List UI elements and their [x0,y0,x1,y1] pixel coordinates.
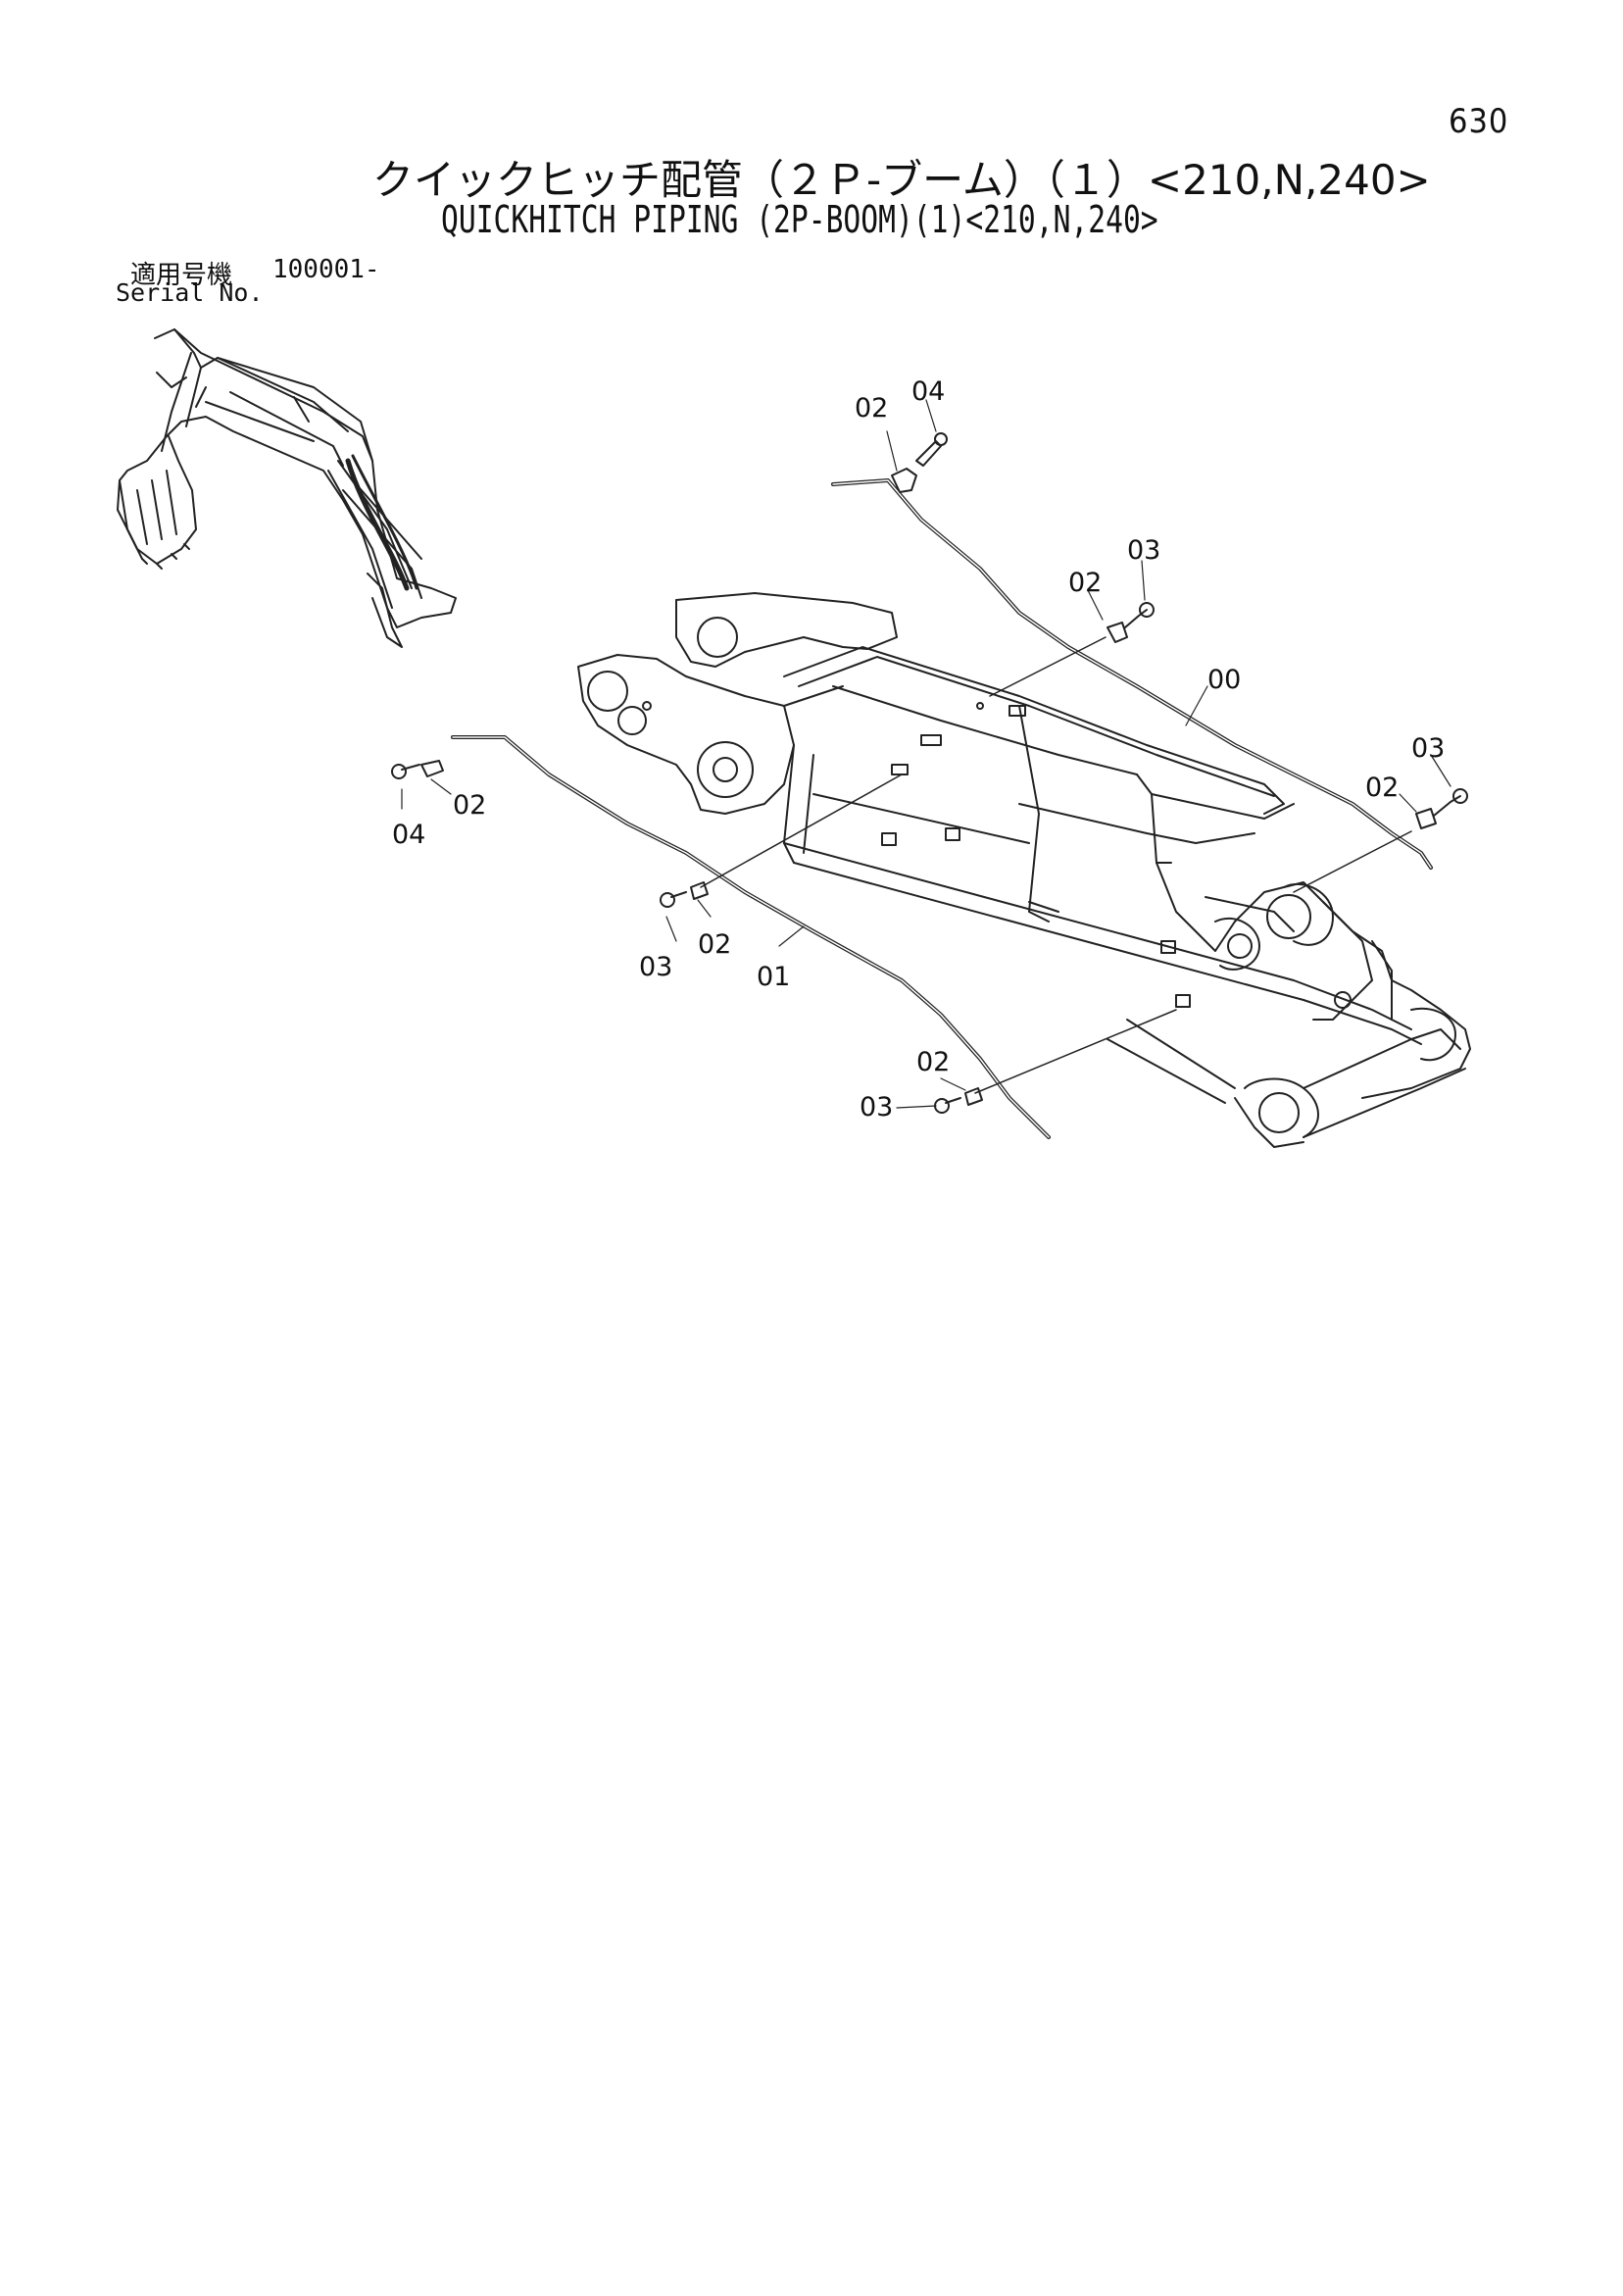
pipe-01 [451,735,1051,1139]
serial-label-english: Serial No. [116,278,264,307]
serial-range: 100001- [272,255,380,284]
callout-label: 03 [1411,733,1445,764]
callout-label: 02 [916,1047,950,1077]
clamp-bolt-set [391,432,1468,1114]
callout-label: 02 [1068,568,1102,598]
callout-label: 02 [453,790,486,821]
callout-labels: 02 04 02 03 00 03 02 04 02 03 02 01 02 0… [392,376,1445,1123]
boom-structure-drawing [577,592,1471,1148]
serial-label-japanese: 適用号機 [130,261,233,290]
excavator-inset-drawing [117,328,457,648]
callout-label: 02 [855,393,888,424]
callout-label: 02 [698,929,731,960]
callout-label: 03 [860,1092,893,1123]
callout-label: 03 [1127,535,1160,566]
callout-label: 03 [639,952,672,982]
page-title-japanese: クイックヒッチ配管（２Ｐ-ブーム）（１）<210,N,240> [372,156,1431,204]
page-number: 630 [1449,102,1509,141]
callout-label: 04 [911,376,945,407]
callout-label: 01 [757,962,790,992]
callout-label: 04 [392,820,425,850]
callout-label: 02 [1365,773,1399,803]
page-title-english: QUICKHITCH PIPING (2P-BOOM)(1)<210,N,240… [441,198,1158,241]
callout-label: 00 [1207,665,1241,695]
